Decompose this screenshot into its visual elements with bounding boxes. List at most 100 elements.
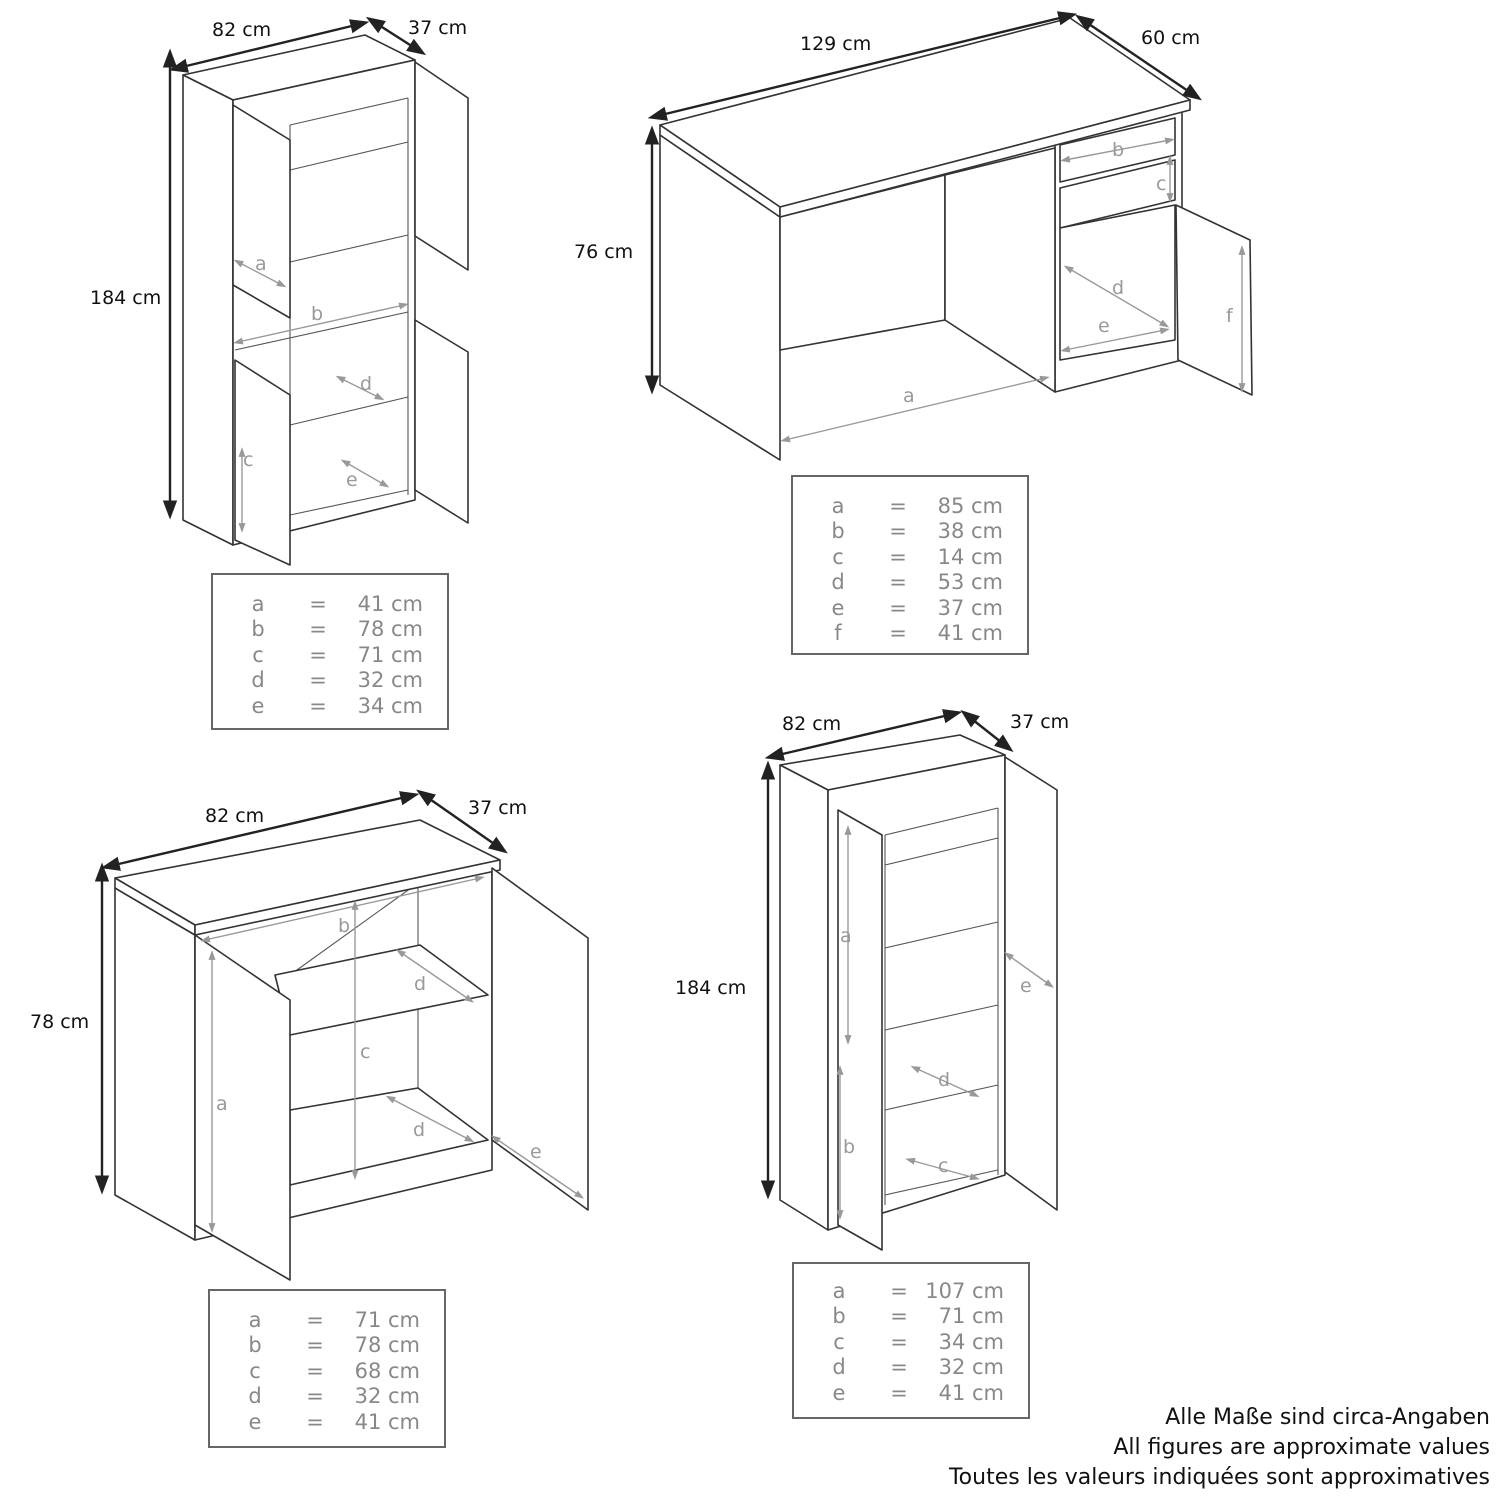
inner-label-d-lower: d [413, 1119, 425, 1141]
inner-label-b: b [1112, 139, 1124, 161]
spec-key: d [248, 1384, 262, 1409]
spec-value: 41 cm [357, 591, 423, 616]
spec-key: e [831, 595, 845, 620]
spec-equals: = [306, 1384, 324, 1409]
spec-row: e=34 cm [213, 693, 447, 719]
spec-value: 41 cm [354, 1409, 420, 1434]
inner-label-c: c [938, 1155, 948, 1177]
spec-equals: = [309, 668, 327, 693]
inner-label-a: a [255, 253, 267, 275]
spec-value: 38 cm [937, 519, 1003, 544]
spec-row: d = 32 cm [213, 668, 447, 694]
spec-value: 32 cm [354, 1384, 420, 1409]
spec-equals: = [890, 1355, 908, 1380]
inner-label-c: c [360, 1041, 370, 1063]
spec-row: b = 38 cm [793, 519, 1027, 545]
spec-equals: = [306, 1333, 324, 1358]
width-label: 82 cm [205, 805, 264, 827]
spec-value: 107 cm [925, 1278, 1004, 1303]
spec-value: 71 cm [938, 1304, 1004, 1329]
spec-row: a=41 cm [213, 591, 447, 617]
tall-cabinet-drawing-1: 82 cm 37 cm 184 cm a b c d e [90, 16, 469, 566]
height-label: 184 cm [90, 287, 161, 309]
spec-equals: = [889, 519, 907, 544]
spec-equals: = [890, 1304, 908, 1329]
spec-equals: = [309, 642, 327, 667]
height-label: 76 cm [574, 241, 633, 263]
spec-row: a = 71 cm [210, 1307, 444, 1333]
spec-row: b=78 cm [213, 617, 447, 643]
spec-row: f=41 cm [793, 621, 1027, 647]
spec-row: a = 85 cm [793, 493, 1027, 519]
spec-value: 68 cm [354, 1358, 420, 1383]
width-label: 129 cm [800, 33, 871, 55]
spec-value: 71 cm [357, 642, 423, 667]
inner-label-d: d [414, 973, 426, 995]
depth-label: 37 cm [468, 797, 527, 819]
spec-row: b = 71 cm [794, 1304, 1028, 1330]
spec-equals: = [306, 1307, 324, 1332]
inner-label-a: a [840, 925, 852, 947]
spec-equals: = [309, 693, 327, 718]
spec-row: e = 37 cm [793, 595, 1027, 621]
footer-note-fr: Toutes les valeurs indiquées sont approx… [948, 1465, 1490, 1490]
spec-key: a [248, 1307, 262, 1332]
width-label: 82 cm [782, 713, 841, 735]
spec-value: 34 cm [938, 1329, 1004, 1354]
inner-label-e: e [1020, 975, 1032, 997]
spec-equals: = [889, 595, 907, 620]
width-label: 82 cm [212, 19, 271, 41]
spec-equals: = [889, 544, 907, 569]
spec-value: 14 cm [937, 544, 1003, 569]
inner-label-a: a [216, 1093, 228, 1115]
inner-label-a: a [903, 385, 915, 407]
spec-key: a [832, 1278, 846, 1303]
inner-label-d: d [1112, 277, 1124, 299]
spec-value: 85 cm [937, 493, 1003, 518]
spec-key: c [833, 1329, 845, 1354]
spec-value: 71 cm [354, 1307, 420, 1332]
footer-note-en: All figures are approximate values [1113, 1435, 1490, 1460]
spec-key: d [832, 1355, 846, 1380]
tall-cabinet-drawing-2: 82 cm 37 cm 184 cm a b c d e [675, 709, 1069, 1251]
spec-equals: = [890, 1380, 908, 1405]
spec-value: 53 cm [937, 570, 1003, 595]
spec-key: b [248, 1333, 262, 1358]
inner-label-f: f [1226, 305, 1234, 327]
spec-row: e=41 cm [210, 1409, 444, 1435]
spec-value: 78 cm [354, 1333, 420, 1358]
spec-value: 34 cm [357, 693, 423, 718]
desk-drawing: 129 cm 60 cm 76 cm a b c d e f [574, 11, 1253, 461]
inner-label-b: b [311, 303, 323, 325]
spec-row: c=68 cm [210, 1358, 444, 1384]
spec-key: a [831, 493, 845, 518]
spec-key: a [251, 591, 265, 616]
spec-key: c [832, 544, 844, 569]
spec-key: c [249, 1358, 261, 1383]
spec-value: 32 cm [357, 668, 423, 693]
spec-equals: = [889, 493, 907, 518]
spec-key: b [831, 519, 845, 544]
spec-value: 37 cm [937, 595, 1003, 620]
spec-key: b [832, 1304, 846, 1329]
spec-key: c [252, 642, 264, 667]
inner-label-c: c [1156, 173, 1166, 195]
spec-value: 32 cm [938, 1355, 1004, 1380]
spec-row: c = 34 cm [794, 1329, 1028, 1355]
depth-label: 60 cm [1141, 27, 1200, 49]
inner-label-b: b [338, 915, 350, 937]
spec-row: a = 107 cm [794, 1278, 1028, 1304]
spec-row: d = 32 cm [794, 1355, 1028, 1381]
sideboard-drawing: 82 cm 37 cm 78 cm a b c d d e [30, 789, 589, 1281]
spec-key: d [251, 668, 265, 693]
spec-row: d = 32 cm [210, 1384, 444, 1410]
spec-value: 41 cm [937, 621, 1003, 646]
spec-equals: = [890, 1329, 908, 1354]
spec-row: b = 78 cm [210, 1333, 444, 1359]
spec-equals: = [890, 1278, 908, 1303]
spec-row: e=41 cm [794, 1380, 1028, 1406]
